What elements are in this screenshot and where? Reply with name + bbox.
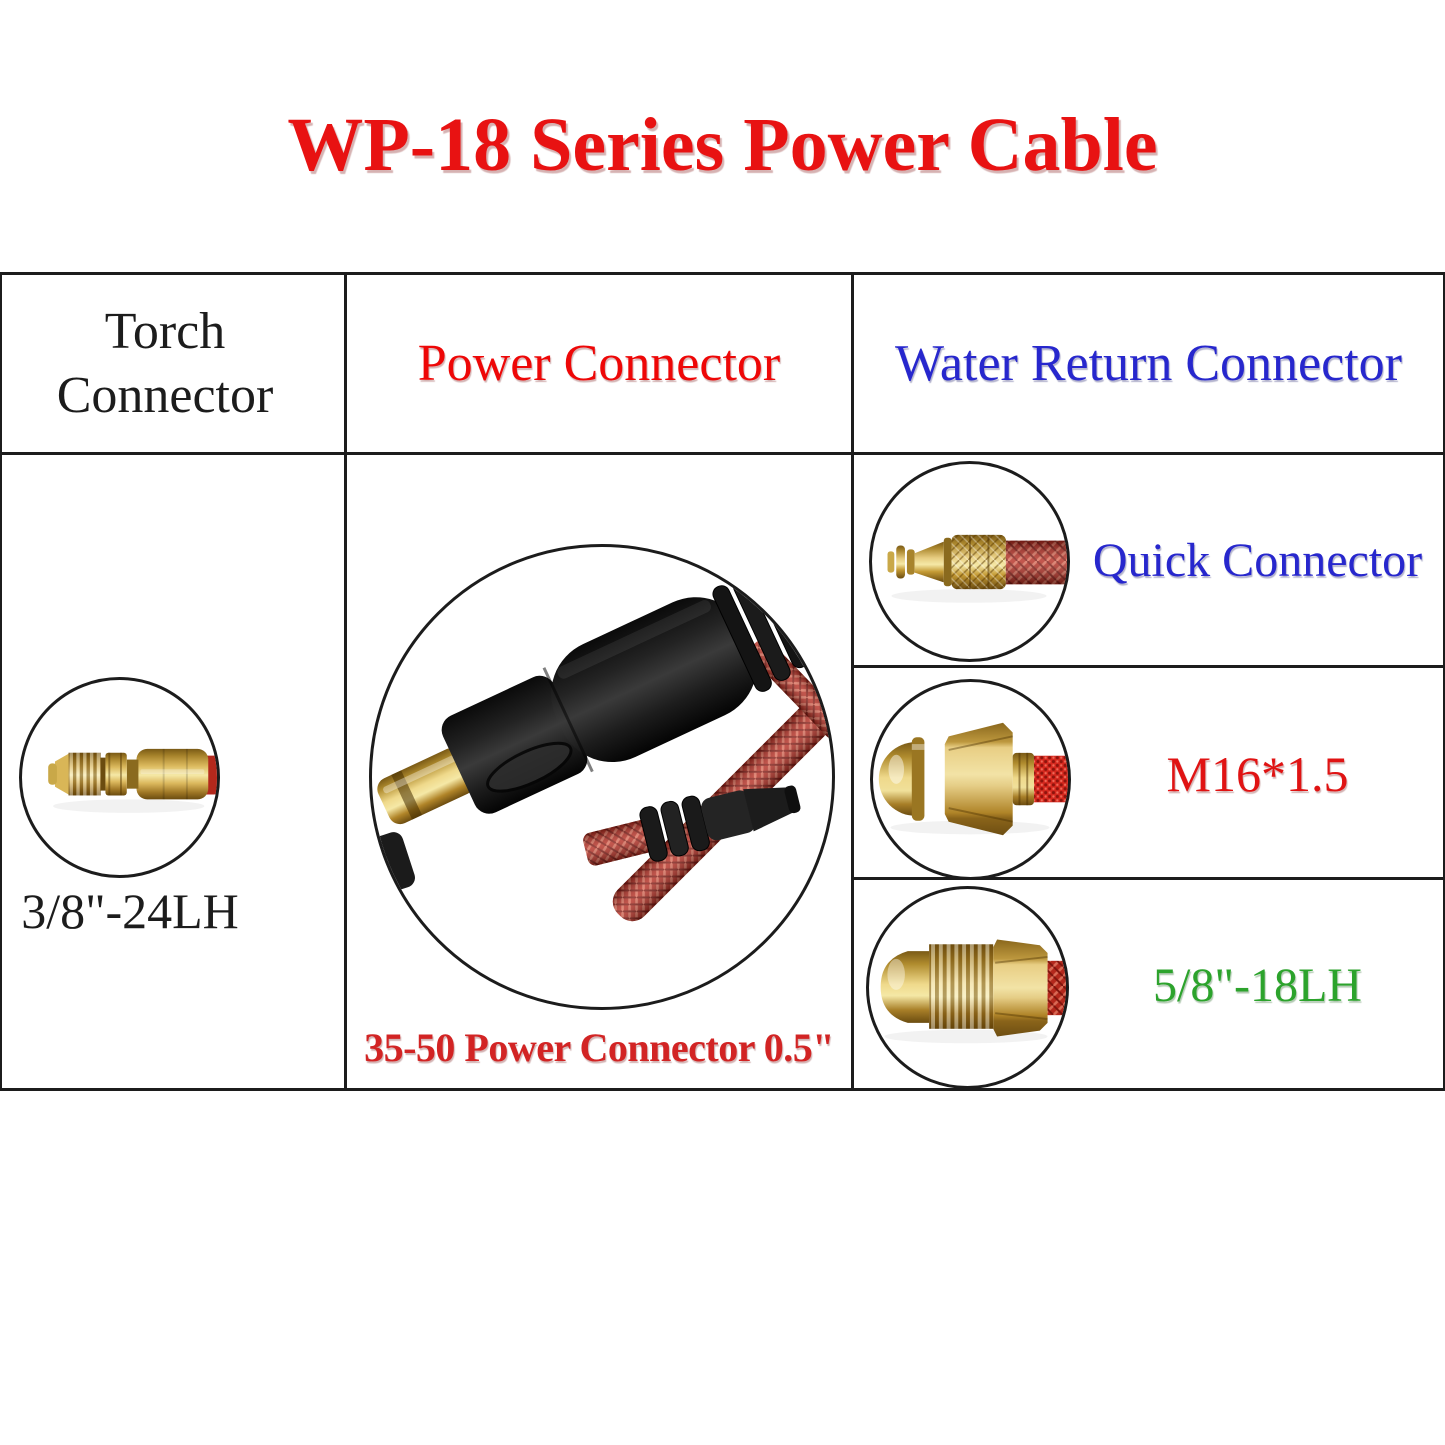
table-border-left — [0, 272, 2, 1091]
m16-label: M16*1.5 — [1166, 746, 1349, 802]
dinse-power-connector-image — [372, 572, 832, 922]
brass-m16-fitting-image — [878, 722, 1068, 836]
quick-connector-label: Quick Connector — [1092, 533, 1423, 587]
water-row-rule-2 — [852, 877, 1445, 880]
torch-size-caption: 3/8"-24LH — [21, 883, 239, 939]
table-border-bottom — [0, 1088, 1445, 1091]
table-border-top — [0, 272, 1445, 275]
table-header-rule — [0, 452, 1445, 455]
power-connector-photo — [369, 544, 835, 1010]
m16-fitting-photo — [870, 679, 1071, 880]
header-power-connector: Power Connector — [417, 334, 781, 392]
table-border-right — [1443, 272, 1445, 1091]
column-divider-1 — [344, 272, 347, 1091]
power-connector-caption: 35-50 Power Connector 0.5" — [364, 1025, 834, 1070]
column-divider-2 — [851, 272, 854, 1091]
header-water-return-connector: Water Return Connector — [895, 334, 1402, 392]
water-row-rule-1 — [852, 665, 1445, 668]
header-torch-connector: Torch Connector — [56, 303, 274, 424]
torch-connector-photo — [19, 677, 220, 878]
58-18lh-label: 5/8"-18LH — [1153, 959, 1362, 1012]
brass-58-18lh-fitting-image — [880, 939, 1066, 1044]
brass-torch-connector-image — [48, 748, 217, 813]
page-title: WP-18 Series Power Cable — [287, 103, 1158, 187]
threaded-fitting-photo — [866, 886, 1069, 1089]
brass-quick-connector-image — [887, 534, 1067, 603]
quick-connector-photo — [869, 461, 1070, 662]
